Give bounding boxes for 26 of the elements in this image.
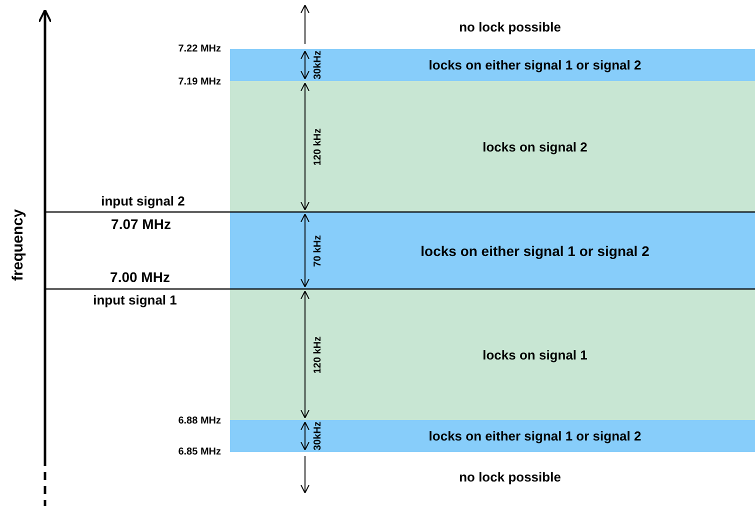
frequency-band [230, 49, 755, 81]
dimension-label: 70 kHz [312, 234, 324, 266]
signal-label: input signal 1 [93, 292, 177, 308]
frequency-value: 6.85 MHz [178, 446, 221, 458]
band-label: locks on signal 2 [482, 139, 588, 154]
frequency-value: 7.00 MHz [110, 269, 170, 285]
frequency-value: 6.88 MHz [178, 416, 221, 426]
region-label: no lock possible [459, 470, 561, 484]
frequency-value: 7.22 MHz [178, 44, 221, 54]
region-label: no lock possible [459, 20, 561, 34]
frequency-band [230, 289, 755, 420]
band-label: locks on either signal 1 or signal 2 [428, 58, 642, 72]
dimension-label: 30kHz [312, 50, 324, 80]
dimension-label: 30kHz [312, 422, 324, 450]
band-label: locks on signal 1 [482, 347, 588, 362]
frequency-value: 7.07 MHz [111, 216, 171, 232]
frequency-value: 7.19 MHz [178, 76, 221, 88]
dimension-label: 120 kHz [312, 128, 324, 166]
frequency-band [230, 420, 755, 452]
axis-title: frequency [10, 209, 26, 281]
dimension-label: 120 kHz [312, 336, 324, 374]
signal-label: input signal 2 [101, 194, 185, 208]
band-label: locks on either signal 1 or signal 2 [428, 428, 642, 444]
frequency-band [230, 212, 755, 289]
frequency-band [230, 81, 755, 212]
band-label: locks on either signal 1 or signal 2 [420, 242, 650, 258]
